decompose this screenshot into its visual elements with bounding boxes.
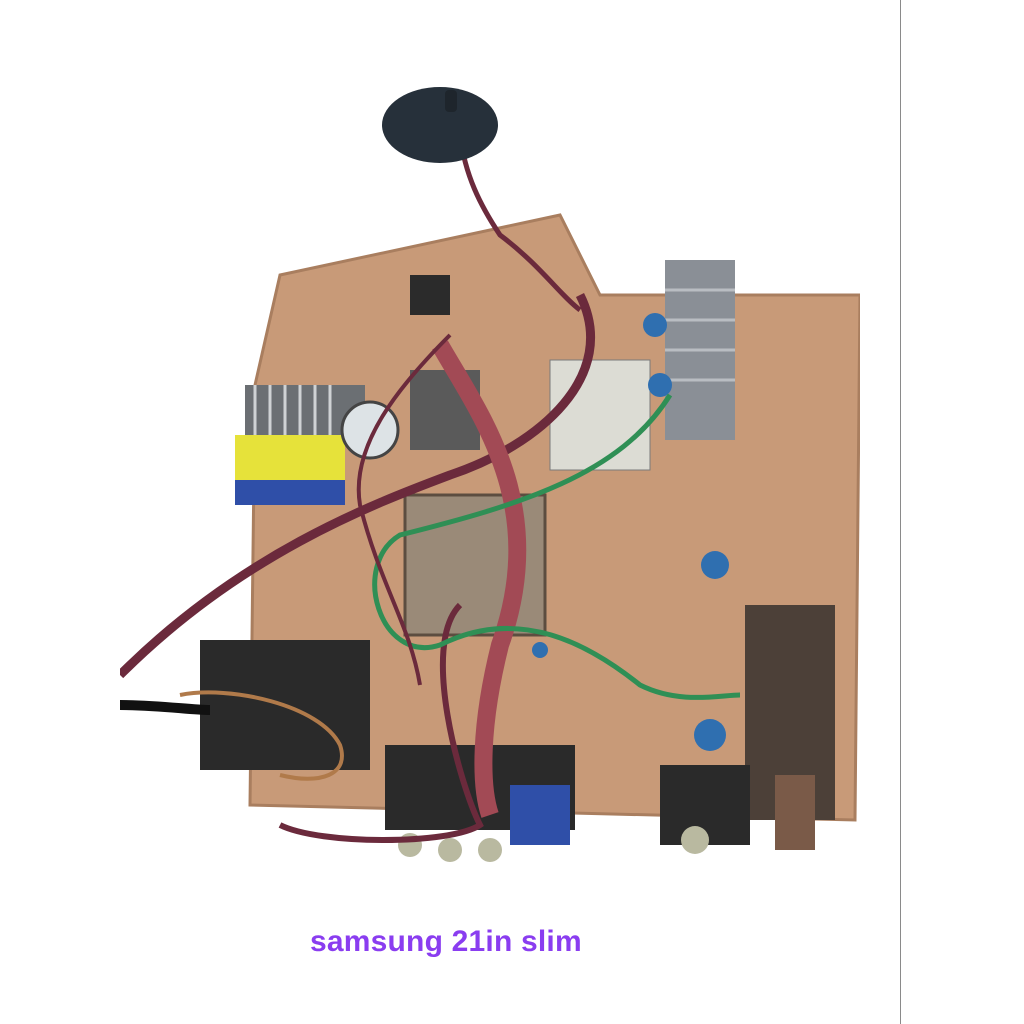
main-cable [116, 292, 596, 679]
flyback-unit [549, 359, 651, 471]
antenna-wire [457, 134, 582, 312]
large-capacitor [340, 400, 400, 460]
circuit-board-photo [116, 85, 862, 885]
ribbon-cable [432, 340, 527, 818]
caption: samsung 21in slim [310, 925, 582, 958]
suction-cup [382, 87, 498, 163]
right-edge-divider [900, 0, 901, 1024]
green-wire [372, 393, 741, 700]
